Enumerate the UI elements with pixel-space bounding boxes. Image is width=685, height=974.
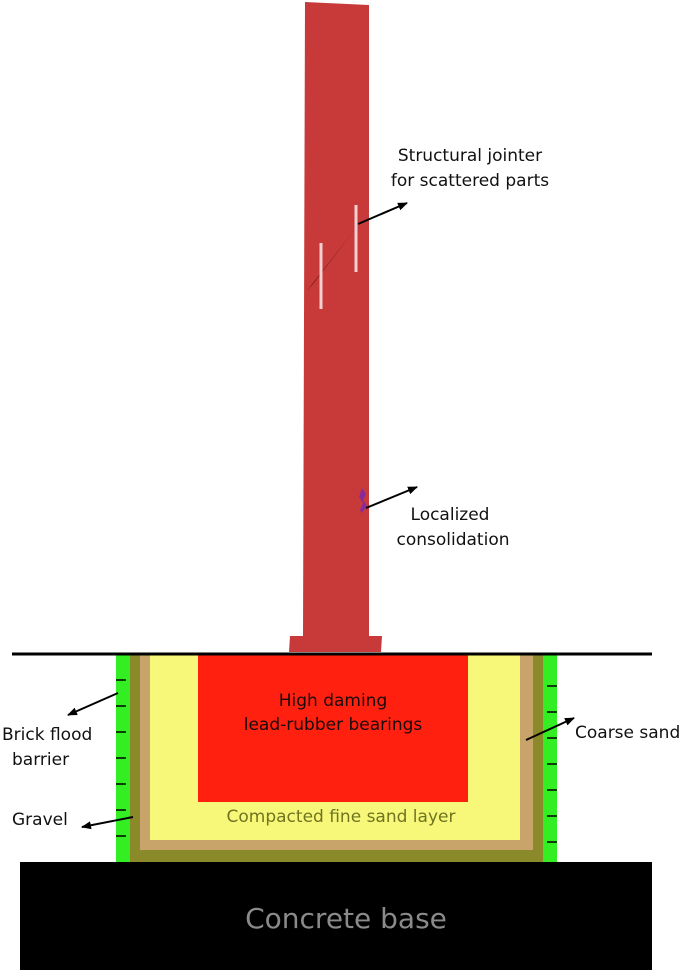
consolidation-label-line1: Localized <box>411 505 490 525</box>
coarse-sand-label: Coarse sand <box>575 723 680 743</box>
jointer-label-line2: for scattered parts <box>391 171 549 191</box>
jointer-label-line1: Structural jointer <box>398 146 542 166</box>
coarse-sand-arrow <box>525 717 575 741</box>
bearings-label-line1: High daming <box>279 691 388 711</box>
fine-sand-label: Compacted fine sand layer <box>227 807 456 827</box>
jointer-crack <box>306 228 356 292</box>
brick-label-line2: barrier <box>12 750 69 770</box>
brick-barrier-right <box>543 654 557 862</box>
brick-ticks <box>116 679 557 843</box>
concrete-base-label: Concrete base <box>245 902 447 935</box>
brick-label-line1: Brick flood <box>2 725 92 745</box>
consolidation-mark <box>359 488 367 518</box>
column <box>289 2 382 652</box>
gravel-arrow <box>81 816 134 830</box>
concrete-base <box>20 862 652 970</box>
consolidation-arrow <box>365 486 418 509</box>
jointer-arrow <box>357 202 408 225</box>
bearings-label-line2: lead-rubber bearings <box>244 715 423 735</box>
consolidation-label-line2: consolidation <box>397 530 510 550</box>
brick-arrow <box>67 692 119 716</box>
gravel-label: Gravel <box>12 810 68 830</box>
lead-rubber-bearings <box>198 654 468 802</box>
